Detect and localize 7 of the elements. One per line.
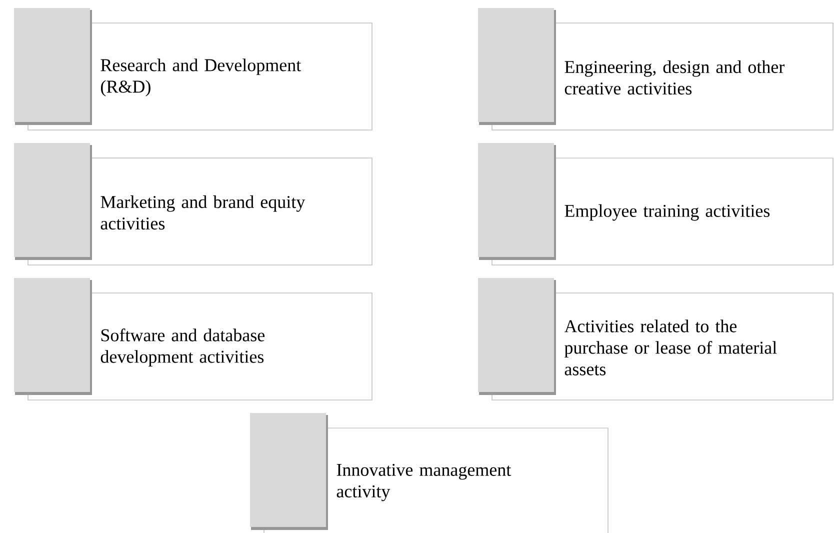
- activity-card: Employee training activities: [478, 143, 834, 266]
- activity-card: Software and database development activities: [14, 278, 372, 400]
- activity-card: Activities related to the purchase or lease of material assets: [478, 278, 834, 400]
- activity-card: Engineering, design and other creative activities: [478, 8, 834, 130]
- activity-card: Innovative management activity: [250, 413, 608, 533]
- activity-card: Marketing and brand equity activities: [14, 143, 372, 266]
- activity-card: Research and Development (R&D): [14, 8, 372, 130]
